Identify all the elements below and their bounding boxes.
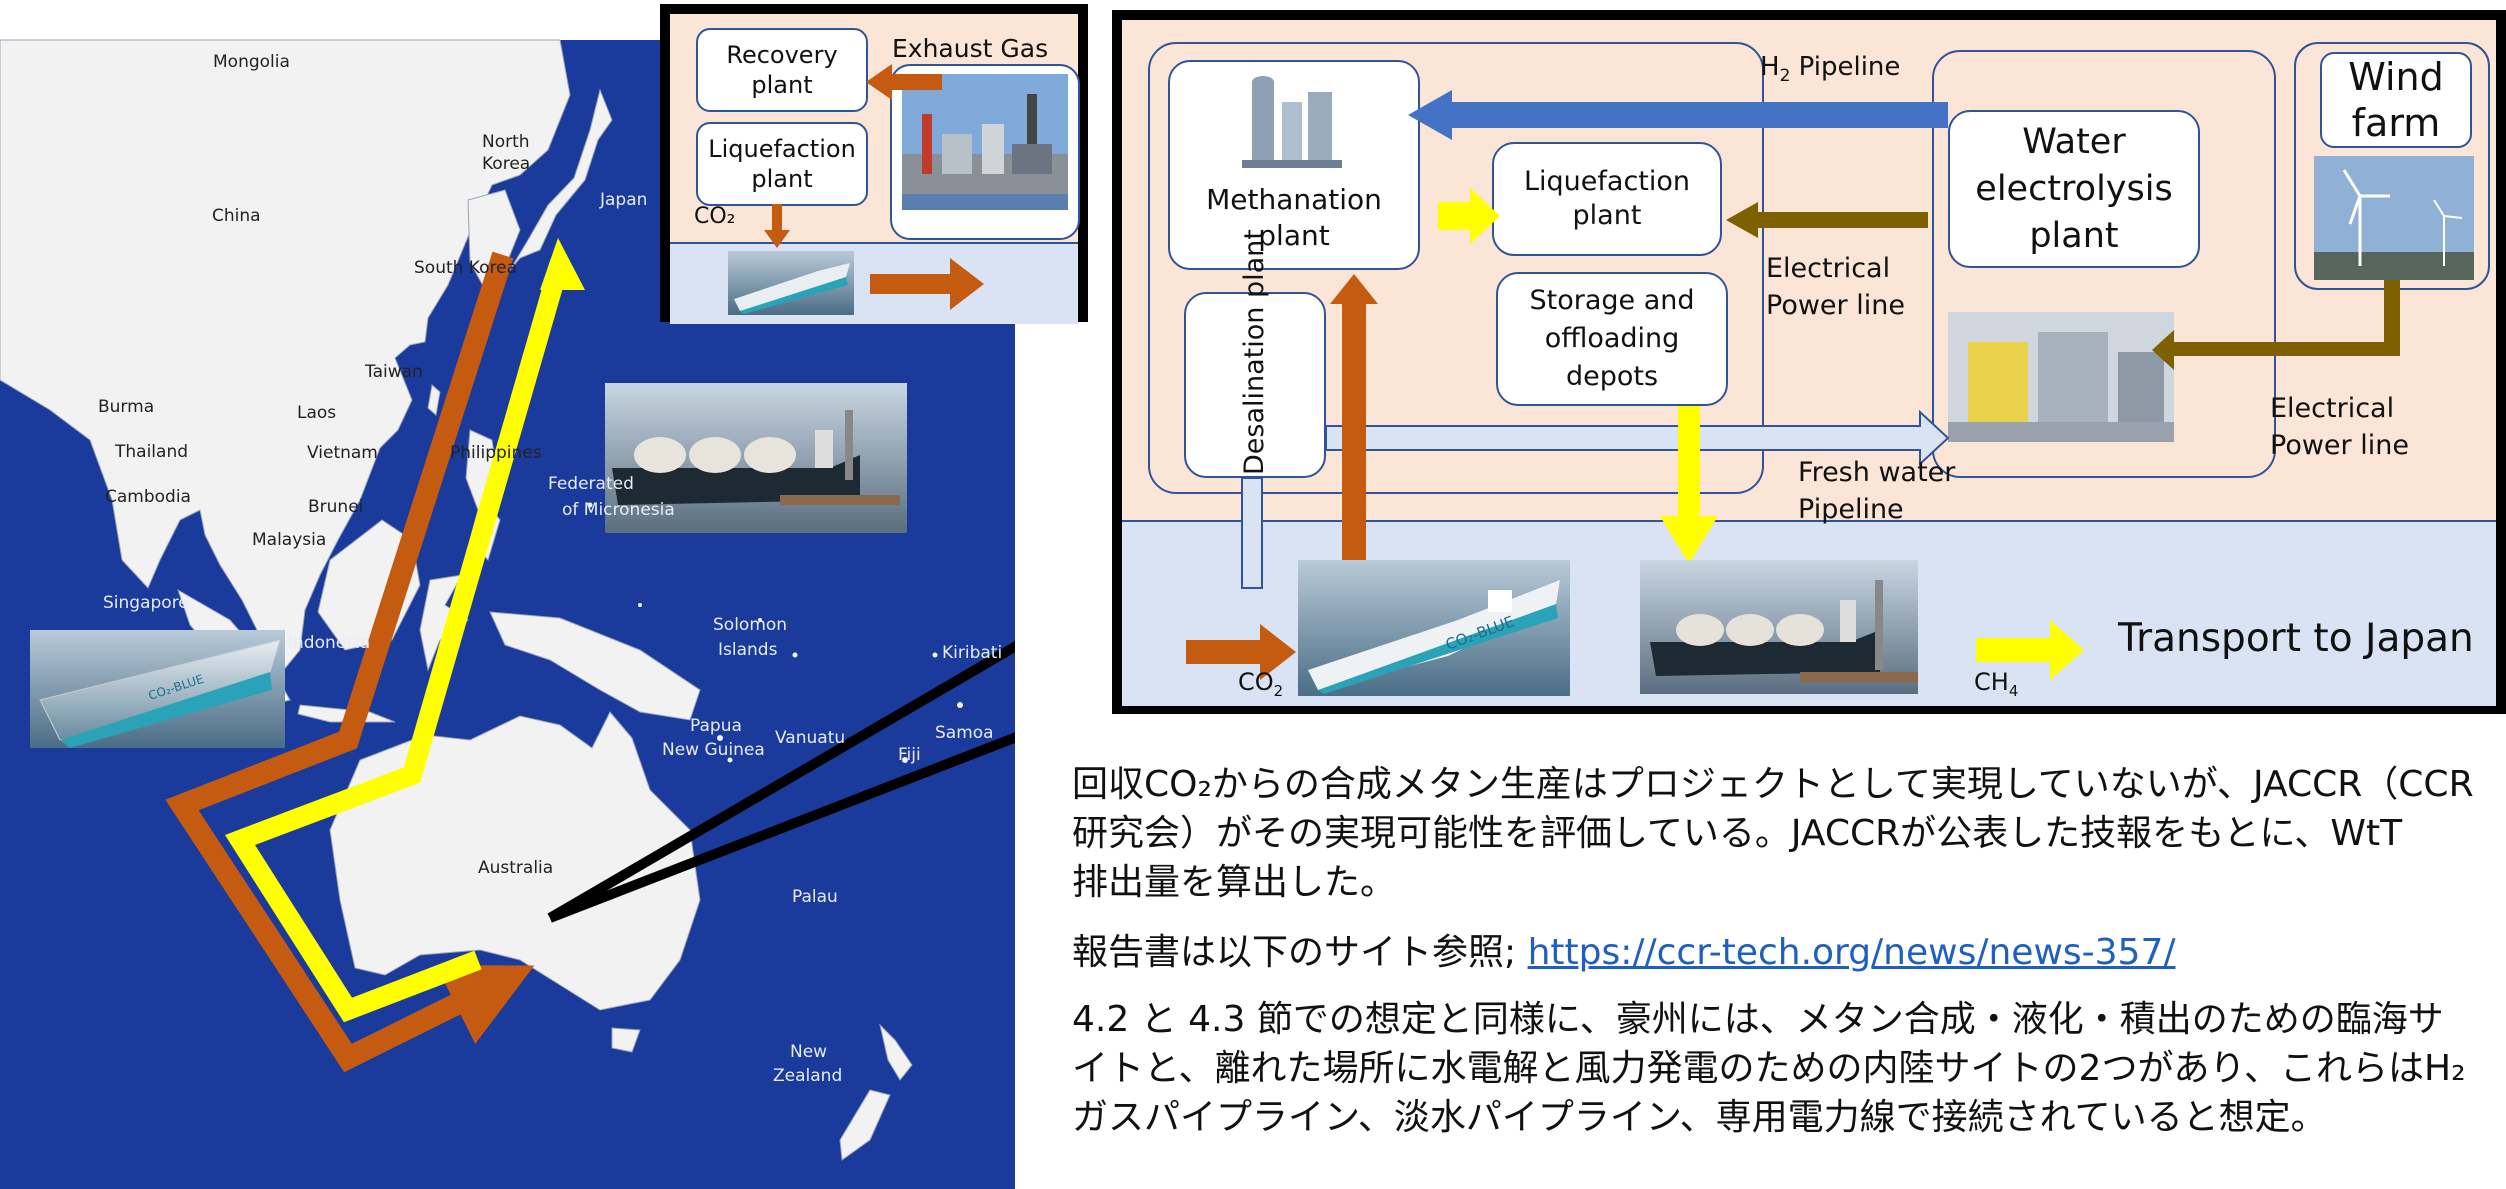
ch4-down-arrow xyxy=(1660,406,1718,564)
label-papua: Papua xyxy=(690,716,742,736)
japan-site-inset: Recovery plant Liquefaction plant Exhaus… xyxy=(660,4,1088,324)
inset-connector-lower xyxy=(548,732,1015,923)
assumption-line-3: ガスパイプライン、淡水パイプライン、専用電力線で接続されていると想定。 xyxy=(1072,1097,2327,1138)
electrolysis-equipment-photo xyxy=(1948,312,2174,442)
label-singapore: Singapore xyxy=(103,593,189,613)
fresh-water-pipeline-label: Fresh water Pipeline xyxy=(1798,457,1956,525)
japan-recovery-plant: Recovery plant xyxy=(696,28,868,112)
factory-photo xyxy=(902,74,1068,210)
japan-transport-arrow xyxy=(870,258,984,310)
lng-carrier-ship-photo xyxy=(1640,560,1918,694)
label-philippines: Philippines xyxy=(450,443,542,463)
tasmania-landmass xyxy=(611,1027,641,1053)
co2-inbound-arrow xyxy=(1186,624,1296,680)
description-line-2: 研究会）がその実現可能性を評価している。JACCRが公表した技報をもとに、WtT xyxy=(1072,813,2403,854)
methanation-plant: Methanation plant xyxy=(1168,60,1420,270)
co2-up-arrow xyxy=(1330,274,1378,562)
wind-turbine-photo xyxy=(2314,156,2474,280)
label-vanuatu: Vanuatu xyxy=(775,728,846,748)
h2-pipeline-arrow xyxy=(1408,90,1948,140)
report-link[interactable]: https://ccr-tech.org/news/news-357/ xyxy=(1527,932,2176,973)
label-fiji: Fiji xyxy=(898,745,921,765)
label-brunei: Brunei xyxy=(308,497,364,517)
label-federated: Federated xyxy=(548,474,634,494)
label-taiwan: Taiwan xyxy=(365,362,423,382)
label-north-korea-2: Korea xyxy=(482,154,531,174)
co2-route-arrow xyxy=(165,251,535,1073)
japan-liquefaction-plant: Liquefaction plant xyxy=(696,122,868,206)
label-new-zealand-1: New xyxy=(790,1042,828,1062)
inset-connector-upper xyxy=(547,640,1015,923)
label-palau: Palau xyxy=(792,887,838,907)
label-mongolia: Mongolia xyxy=(213,52,290,72)
methanation-plant-icon xyxy=(1242,76,1342,168)
japan-co2-label: CO₂ xyxy=(694,204,736,229)
australia-site-inset: Methanation plant Liquefaction plant Sto… xyxy=(1112,10,2506,714)
label-new-zealand-2: Zealand xyxy=(773,1066,843,1086)
label-solomon-islands: Islands xyxy=(718,640,778,660)
ch4-route-arrowhead xyxy=(540,238,585,290)
label-vietnam: Vietnam xyxy=(307,443,378,463)
storage-offloading-depots: Storage and offloading depots xyxy=(1496,272,1728,406)
label-cambodia: Cambodia xyxy=(105,487,191,507)
coastal-site-container xyxy=(1148,42,1764,494)
ch4-outbound-arrow xyxy=(1976,620,2084,680)
description-paragraph-1: 回収CO₂からの合成メタン生産はプロジェクトとして実現していないが、JACCR（… xyxy=(1072,760,2502,907)
co2-down-arrow xyxy=(764,204,790,248)
new-guinea-landmass xyxy=(489,611,701,721)
assumption-line-2: イトと、離れた場所に水電解と風力発電のための内陸サイトの2つがあり、これらはH₂ xyxy=(1072,1048,2466,1089)
description-line-3: 排出量を算出した。 xyxy=(1072,862,1397,903)
wind-farm: Wind farm xyxy=(2320,52,2472,148)
description-paragraph-3: 4.2 と 4.3 節での想定と同様に、豪州には、メタン合成・液化・積出のための… xyxy=(1072,995,2502,1142)
co2-label: CO2 xyxy=(1238,668,1284,700)
label-indonesia: Indonesia xyxy=(288,633,371,653)
h2-pipeline-label: H2 Pipeline xyxy=(1760,52,1901,87)
label-burma: Burma xyxy=(98,397,155,417)
power-line-arrow-1 xyxy=(1726,202,1928,238)
co2-carrier-photo: CO₂-BLUE xyxy=(30,630,285,748)
label-south-korea: South Korea xyxy=(414,258,518,278)
taiwan-landmass xyxy=(427,384,441,416)
water-electrolysis-plant: Water electrolysis plant xyxy=(1948,110,2200,268)
ch4-route-arrow xyxy=(224,259,570,1023)
electrical-power-line-label-1: Electrical Power line xyxy=(1766,253,1905,321)
flow-arrows xyxy=(1186,90,2400,680)
new-zealand-landmass xyxy=(839,1023,913,1161)
label-australia: Australia xyxy=(478,858,554,878)
report-prefix: 報告書は以下のサイト参照; xyxy=(1072,932,1528,973)
australia-liquefaction-plant: Liquefaction plant xyxy=(1492,142,1722,256)
lng-carrier-photo xyxy=(605,383,907,533)
power-line-arrow-2 xyxy=(2152,280,2400,370)
electrical-power-line-label-2: Electrical Power line xyxy=(2270,393,2409,461)
label-china: China xyxy=(212,206,261,226)
report-reference: 報告書は以下のサイト参照; https://ccr-tech.org/news/… xyxy=(1072,928,2502,977)
assumption-line-1: 4.2 と 4.3 節での想定と同様に、豪州には、メタン合成・液化・積出のための… xyxy=(1072,999,2444,1040)
ch4-to-liquefaction-arrow xyxy=(1438,188,1500,244)
label-samoa: Samoa xyxy=(935,723,994,743)
label-laos: Laos xyxy=(297,403,337,423)
label-japan: Japan xyxy=(600,190,648,210)
seawater-intake-pipe xyxy=(1241,477,1263,589)
label-thailand: Thailand xyxy=(115,442,189,462)
label-malaysia: Malaysia xyxy=(252,530,327,550)
japan-co2-ship-photo xyxy=(728,251,854,315)
transport-to-japan-label: Transport to Japan xyxy=(2118,616,2474,661)
co2-carrier-ship-photo: CO₂-BLUE xyxy=(1298,560,1570,696)
description-line-1: 回収CO₂からの合成メタン生産はプロジェクトとして実現していないが、JACCR（… xyxy=(1072,764,2474,805)
label-micronesia: of Micronesia xyxy=(562,500,675,520)
label-solomon: Solomon xyxy=(713,615,788,635)
fresh-water-pipeline-arrow xyxy=(1325,409,1950,467)
australia-landmass xyxy=(329,711,701,1011)
label-kiribati: Kiribati xyxy=(942,643,1003,663)
ch4-label: CH4 xyxy=(1974,668,2019,700)
label-new-guinea: New Guinea xyxy=(662,740,765,760)
exhaust-arrow xyxy=(866,64,942,100)
japan-exhaust-gas-label: Exhaust Gas xyxy=(892,34,1049,63)
label-north-korea-1: North xyxy=(482,132,530,152)
japan-landmass xyxy=(509,88,613,271)
